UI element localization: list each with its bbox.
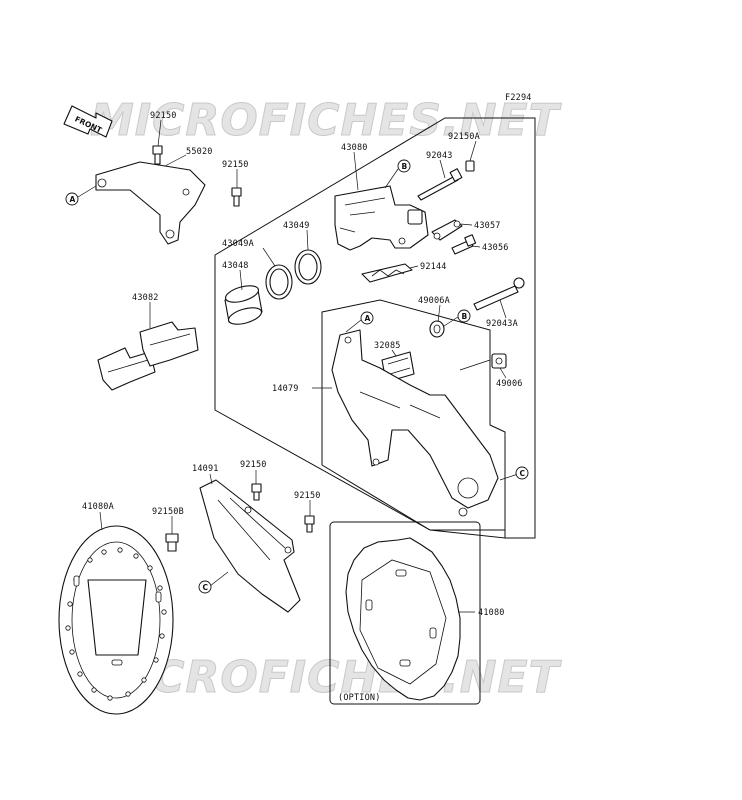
seal-43049 — [294, 249, 322, 285]
caliper-holder-bracket-55020 — [95, 161, 206, 245]
callout-B-sleeve: B — [457, 309, 471, 323]
plug-92150A — [465, 160, 475, 172]
part-labels: 92150 55020 92150 43080 92150A 92043 430… — [82, 111, 523, 618]
bolt-92150B — [165, 533, 179, 552]
disc-guard-14091 — [199, 479, 301, 613]
label-43048: 43048 — [222, 261, 249, 271]
label-43080: 43080 — [341, 143, 368, 153]
label-43049A: 43049A — [222, 239, 254, 249]
sleeve-49006A — [429, 320, 445, 338]
front-arrow-icon: FRONT — [63, 105, 113, 138]
option-frame — [329, 521, 481, 705]
svg-text:B: B — [402, 162, 408, 171]
callout-C-bracket: C — [515, 466, 529, 480]
pin-92043A — [473, 277, 525, 311]
svg-text:A: A — [70, 195, 76, 204]
bolt-92150-guard-top — [251, 483, 262, 501]
label-43049: 43049 — [283, 221, 310, 231]
label-92150A: 92150A — [448, 132, 480, 142]
label-92043A: 92043A — [486, 319, 518, 329]
svg-text:C: C — [520, 469, 526, 478]
label-92150-disc: 92150 — [240, 460, 267, 470]
label-49006A: 49006A — [418, 296, 450, 306]
watermark-bottom: MICROFICHES.NET — [90, 652, 562, 703]
label-14091: 14091 — [192, 464, 219, 474]
option-label: (OPTION) — [338, 693, 381, 703]
clip-43057 — [431, 219, 463, 241]
bolt-92150-guard-right — [304, 515, 315, 533]
label-43057: 43057 — [474, 221, 501, 231]
bolt-92150-top — [152, 145, 163, 165]
seal-43049A — [265, 264, 293, 300]
callout-A-left: A — [65, 192, 79, 206]
bracket-assembly-frame — [321, 299, 506, 539]
bolt-92150-mid — [231, 187, 242, 207]
svg-text:C: C — [203, 583, 209, 592]
caliper-bracket-14079 — [331, 329, 499, 517]
caliper-body-43080 — [334, 185, 429, 251]
label-92150-guard: 92150 — [294, 491, 321, 501]
label-14079: 14079 — [272, 384, 299, 394]
label-92043: 92043 — [426, 151, 453, 161]
brake-pads-43082 — [97, 321, 199, 391]
label-92150-top: 92150 — [150, 111, 177, 121]
spring-92144 — [361, 263, 413, 283]
svg-text:B: B — [462, 312, 468, 321]
label-32085: 32085 — [374, 341, 401, 351]
label-55020: 55020 — [186, 147, 213, 157]
label-92150B: 92150B — [152, 507, 184, 517]
sleeve-49006 — [491, 353, 507, 369]
label-43056: 43056 — [482, 243, 509, 253]
piston-43048 — [224, 285, 263, 325]
brake-disc-41080A — [58, 525, 174, 715]
label-43082: 43082 — [132, 293, 159, 303]
callout-A-bracket: A — [360, 311, 374, 325]
callout-C-guard: C — [198, 580, 212, 594]
bleeder-valve-43056 — [451, 234, 477, 255]
brake-disc-41080 — [345, 537, 461, 701]
callout-B-caliper: B — [397, 159, 411, 173]
svg-text:A: A — [365, 314, 371, 323]
leader-lines — [77, 119, 519, 613]
figure-code: F2294 — [505, 93, 532, 103]
label-41080A: 41080A — [82, 502, 114, 512]
label-92144: 92144 — [420, 262, 447, 272]
label-41080: 41080 — [478, 608, 505, 618]
label-49006: 49006 — [496, 379, 523, 389]
pin-92043 — [417, 168, 463, 201]
watermark-top: MICROFICHES.NET — [90, 95, 562, 146]
label-92150-mid: 92150 — [222, 160, 249, 170]
